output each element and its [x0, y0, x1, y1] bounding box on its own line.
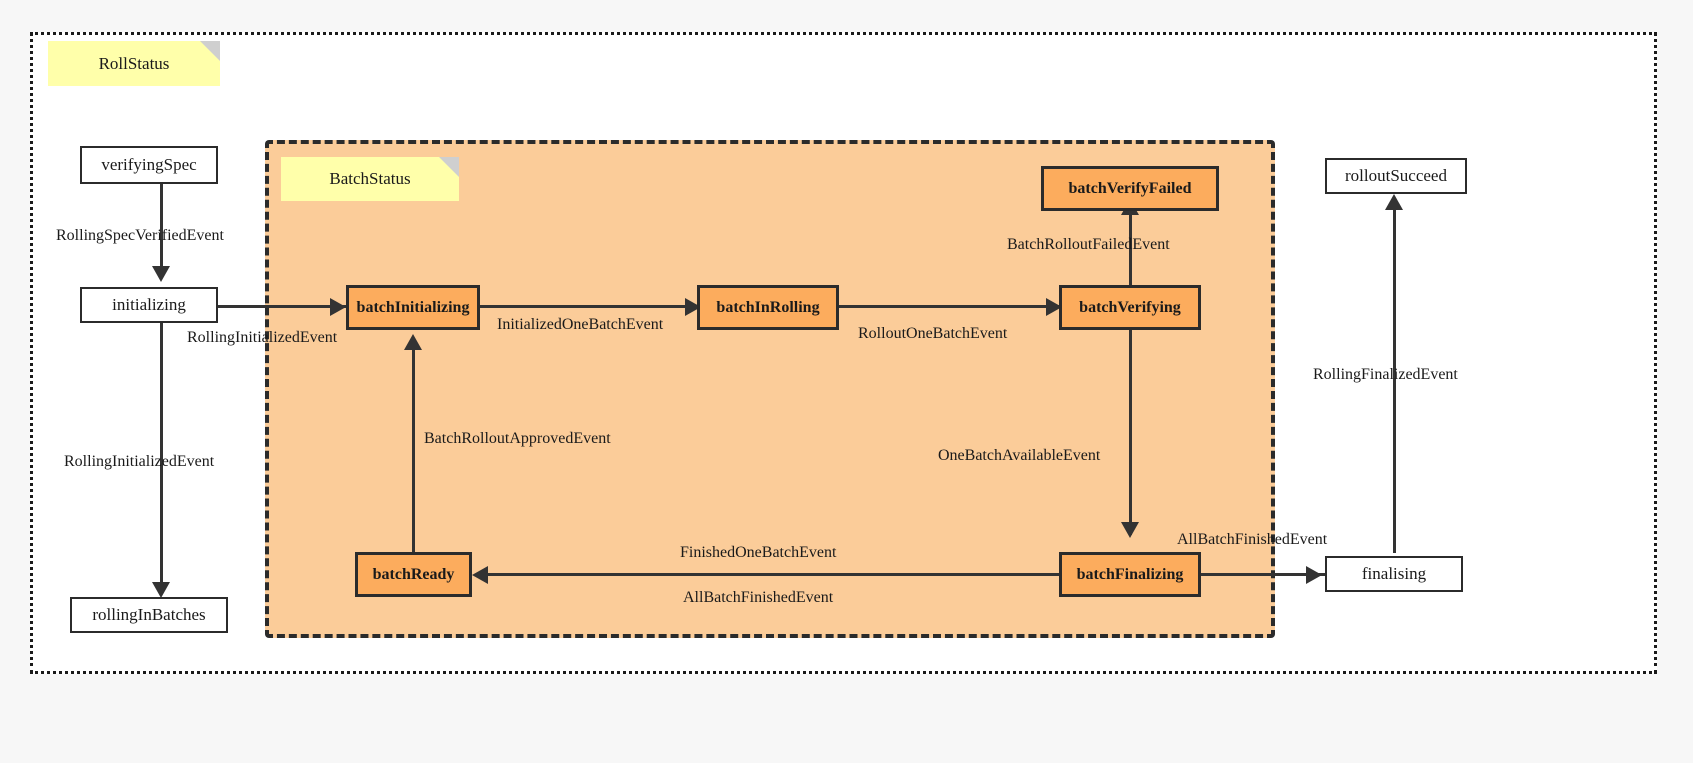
edge-line-batchfinalizing-batchready: [484, 573, 1062, 576]
edge-line-batchready-batchinitializing: [412, 345, 415, 552]
edge-label-rollinginitializedevent-batch: RollingInitializedEvent: [187, 329, 338, 346]
edge-label-rollinginitializedevent-rolling: RollingInitializedEvent: [64, 453, 215, 470]
edge-label-rollingspecverifiedevent: RollingSpecVerifiedEvent: [56, 227, 224, 244]
edge-label-onebatchavailableevent: OneBatchAvailableEvent: [938, 447, 1101, 464]
state-rollinginbatches[interactable]: rollingInBatches: [70, 597, 228, 633]
edge-arrow-batchverifying-batchfinalizing: [1121, 522, 1139, 538]
edge-line-batchinrolling-batchverifying: [838, 305, 1076, 308]
state-label: rollingInBatches: [92, 604, 206, 624]
edge-line-batchfinalizing-finalising: [1199, 573, 1325, 576]
edge-label-allbatchfinishedevent-finalising: AllBatchFinishedEvent: [1177, 531, 1328, 548]
state-label: batchVerifyFailed: [1068, 179, 1192, 197]
edge-label-allbatchfinishedevent-ready: AllBatchFinishedEvent: [683, 589, 834, 606]
edge-arrow-verifyingspec-initializing: [152, 266, 170, 282]
edge-arrow-initializing-batchinitializing: [330, 298, 346, 316]
edge-label-batchrolloutfailedevent: BatchRolloutFailedEvent: [1007, 236, 1170, 253]
state-batchinitializing[interactable]: batchInitializing: [346, 285, 480, 330]
state-label: verifyingSpec: [101, 154, 197, 174]
note-rollstatus: RollStatus: [48, 41, 220, 86]
state-batchinrolling[interactable]: batchInRolling: [697, 285, 839, 330]
edge-line-verifyingspec-initializing: [160, 184, 163, 274]
edge-line-initializing-batchinitializing: [218, 305, 348, 308]
edge-label-batchrolloutapprovedevent: BatchRolloutApprovedEvent: [424, 430, 611, 447]
state-label: batchInitializing: [356, 298, 470, 316]
state-rolloutsucceed[interactable]: rolloutSucceed: [1325, 158, 1467, 194]
edge-label-finishedonebatchevent: FinishedOneBatchEvent: [680, 544, 837, 561]
edge-arrow-initializing-rollinginbatches: [152, 582, 170, 598]
state-label: batchReady: [372, 565, 455, 583]
state-label: batchFinalizing: [1076, 565, 1184, 583]
note-batchstatus: BatchStatus: [281, 157, 459, 201]
edge-line-batchverifying-batchverifyfailed: [1129, 208, 1132, 288]
edge-label-rolloutonebatchevent: RolloutOneBatchEvent: [858, 325, 1008, 342]
state-label: rolloutSucceed: [1345, 165, 1447, 185]
state-verifyingspec[interactable]: verifyingSpec: [80, 146, 218, 184]
state-batchfinalizing[interactable]: batchFinalizing: [1059, 552, 1201, 597]
state-finalising[interactable]: finalising: [1325, 556, 1463, 592]
edge-arrow-batchinrolling-batchverifying: [1046, 298, 1062, 316]
edge-line-batchverifying-batchfinalizing: [1129, 330, 1132, 535]
note-rollstatus-label: RollStatus: [98, 53, 170, 73]
state-label: batchInRolling: [716, 298, 820, 316]
state-batchready[interactable]: batchReady: [355, 552, 472, 597]
state-label: initializing: [112, 294, 186, 314]
edge-arrow-batchfinalizing-finalising: [1306, 566, 1322, 584]
note-batchstatus-label: BatchStatus: [329, 169, 411, 188]
edge-line-batchinitializing-batchinrolling: [475, 305, 715, 308]
edge-arrow-finalising-rolloutsucceed: [1385, 194, 1403, 210]
state-initializing[interactable]: initializing: [80, 287, 218, 323]
edge-label-initializedonebatchevent: InitializedOneBatchEvent: [497, 316, 664, 333]
edge-line-finalising-rolloutsucceed: [1393, 205, 1396, 553]
edge-arrow-batchready-batchinitializing: [404, 334, 422, 350]
state-batchverifying[interactable]: batchVerifying: [1059, 285, 1201, 330]
state-label: finalising: [1361, 563, 1427, 583]
edge-arrow-batchfinalizing-batchready: [472, 566, 488, 584]
edge-label-rollingfinalizedevent: RollingFinalizedEvent: [1313, 366, 1458, 383]
state-label: batchVerifying: [1079, 298, 1181, 316]
state-batchverifyfailed[interactable]: batchVerifyFailed: [1041, 166, 1219, 211]
edge-line-initializing-rollinginbatches: [160, 320, 163, 590]
